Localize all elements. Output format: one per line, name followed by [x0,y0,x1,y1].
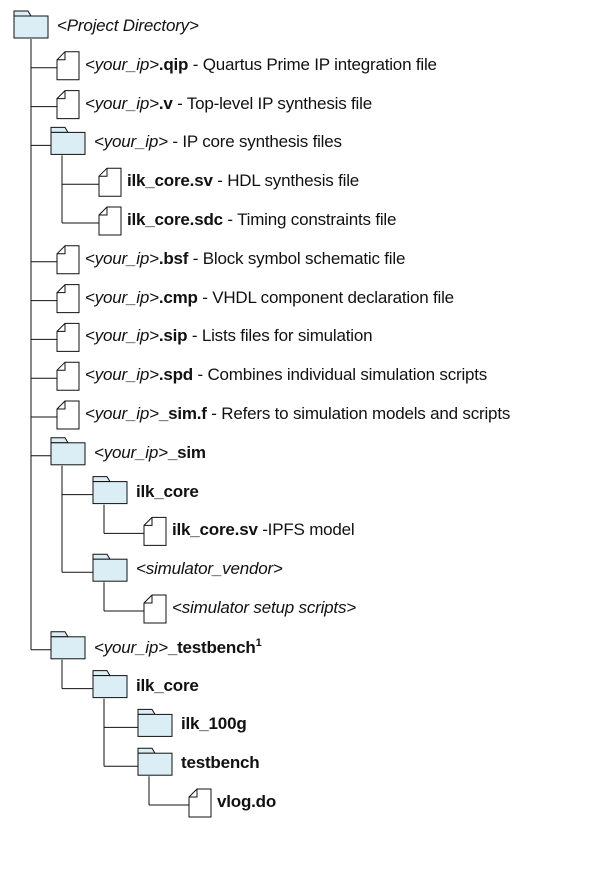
label-segment: ilk_core.sv [127,171,213,191]
label-segment: - Top-level IP synthesis file [172,93,372,113]
folder-icon [92,553,128,582]
folder-icon [13,10,49,39]
label-segment: - Combines individual simulation scripts [192,365,488,385]
tree-item-label: <your_ip>.cmp - VHDL component declarati… [85,288,454,308]
label-segment: - IP core synthesis files [167,132,342,152]
label-segment: vlog.do [217,792,277,811]
label-segment: - Refers to simulation models and script… [206,404,511,423]
label-segment: <Project Directory> [57,16,199,35]
tree-item-label: ilk_core [136,676,199,696]
file-icon [56,284,80,314]
label-segment: - Quartus Prime IP integration file [188,54,437,74]
file-icon [143,594,167,624]
label-segment: <your_ip> [85,404,159,423]
label-segment: ilk_core.sdc [127,210,223,229]
label-segment: -IPFS model [257,520,355,540]
label-segment: ilk_core [136,481,199,501]
label-segment: - Timing constraints file [222,210,397,229]
folder-icon [92,476,128,505]
label-segment: _testbench [167,637,256,657]
label-segment: .cmp [158,287,198,307]
tree-item-label: <your_ip>_sim.f - Refers to simulation m… [85,404,510,424]
label-segment: <simulator_vendor> [136,559,283,579]
folder-icon [50,437,86,466]
tree-item-label: ilk_core [136,482,199,502]
file-icon [56,245,80,275]
label-segment: - Lists files for simulation [187,326,373,346]
tree-item-label: <simulator_vendor> [136,559,283,579]
label-segment: ilk_100g [181,714,247,734]
label-segment: .spd [158,365,193,385]
tree-item-label: <your_ip>.sip - Lists files for simulati… [85,326,373,346]
label-segment: <your_ip> [94,637,168,657]
label-segment: ilk_core [136,675,199,695]
folder-icon [92,670,128,699]
tree-item-label: vlog.do [217,792,276,812]
file-icon [98,167,122,197]
file-icon [143,516,167,546]
label-segment: - HDL synthesis file [212,171,360,191]
label-segment: <your_ip> [85,287,159,307]
label-segment: - VHDL component declaration file [197,287,454,307]
label-segment: <your_ip> [85,326,159,346]
tree-item-label: <your_ip>.v - Top-level IP synthesis fil… [85,94,372,114]
label-segment: .sip [158,326,188,346]
tree-item-label: <your_ip>_testbench1 [94,636,262,658]
label-segment: .qip [158,54,189,74]
label-segment: <your_ip> [85,54,159,74]
label-segment: <your_ip> [85,248,159,268]
tree-item-label: ilk_core.sdc - Timing constraints file [127,210,396,230]
tree-item-label: ilk_100g [181,714,247,734]
file-icon [56,90,80,120]
tree-item-label: <simulator setup scripts> [172,598,356,618]
label-segment: testbench [181,753,260,773]
folder-icon [137,747,173,776]
label-segment: .v [158,93,173,113]
file-icon [56,361,80,391]
tree-item-label: <your_ip>_sim [94,443,206,463]
label-segment: ilk_core.sv [172,520,258,540]
file-icon [56,51,80,81]
file-icon [56,322,80,352]
tree-item-label: <your_ip>.qip - Quartus Prime IP integra… [85,55,437,75]
tree-item-label: <Project Directory> [57,16,199,36]
tree-item-label: ilk_core.sv - HDL synthesis file [127,171,359,191]
label-segment: <your_ip> [85,93,159,113]
folder-icon [137,708,173,737]
label-segment: _sim.f [158,404,207,423]
folder-icon [50,126,86,155]
tree-item-label: testbench [181,753,260,773]
file-icon [98,206,122,236]
label-segment: _sim [167,442,206,462]
label-segment: <simulator setup scripts> [172,598,356,617]
label-segment: .bsf [158,248,189,268]
tree-item-label: <your_ip> - IP core synthesis files [94,132,342,152]
file-icon [56,400,80,430]
tree-item-label: ilk_core.sv -IPFS model [172,520,355,540]
file-icon [188,788,212,818]
tree-item-label: <your_ip>.bsf - Block symbol schematic f… [85,249,405,269]
label-segment: <your_ip> [94,442,168,462]
tree-item-label: <your_ip>.spd - Combines individual simu… [85,365,487,385]
folder-icon [50,631,86,660]
label-segment: <your_ip> [85,365,159,385]
label-segment: - Block symbol schematic file [188,248,406,268]
label-segment: <your_ip> [94,132,168,152]
label-segment: 1 [255,636,262,649]
